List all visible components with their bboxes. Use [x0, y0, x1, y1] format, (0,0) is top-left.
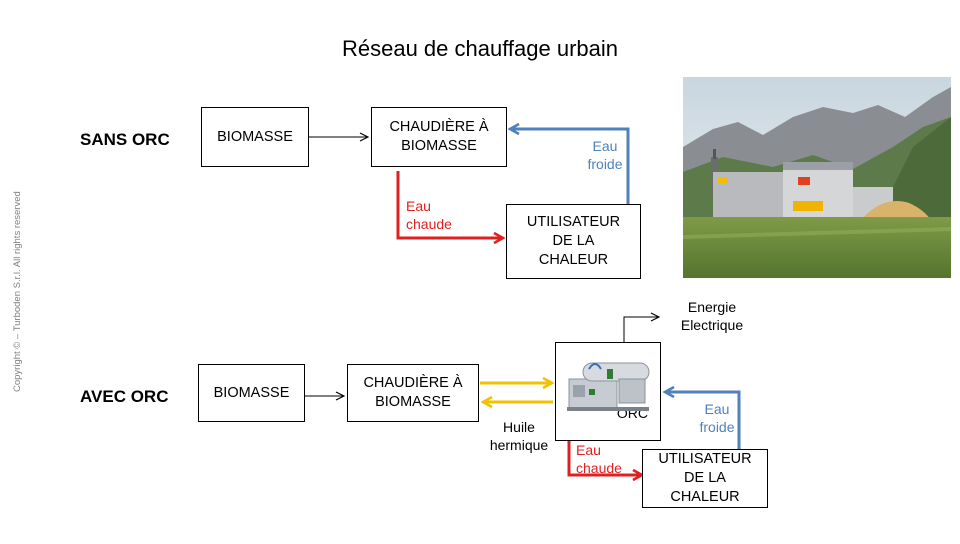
box-chaudiere-sans: CHAUDIÈRE À BIOMASSE	[371, 107, 507, 167]
arrow-eau-froide-sans	[510, 129, 630, 204]
orc-unit-illustration	[563, 349, 655, 421]
arrow-eau-chaude-avec	[567, 440, 642, 475]
label-eau-chaude-avec: Eau chaude	[576, 442, 622, 476]
label-energie-electrique: Energie Electrique	[680, 299, 744, 333]
biomass-plant-photo	[683, 77, 951, 278]
box-utilisateur-sans: UTILISATEUR DE LA CHALEUR	[506, 204, 641, 279]
label-eau-froide-avec: Eau froide	[699, 401, 735, 435]
page-title: Réseau de chauffage urbain	[341, 36, 619, 61]
arrow-energie-electrique	[623, 317, 659, 342]
label-huile-thermique: Huile hermique	[489, 419, 549, 453]
box-biomasse-avec: BIOMASSE	[198, 364, 305, 422]
box-utilisateur-avec: UTILISATEUR DE LA CHALEUR	[642, 449, 768, 508]
label-eau-chaude-sans: Eau chaude	[406, 198, 452, 232]
arrow-eau-chaude-sans	[396, 171, 503, 238]
box-chaudiere-avec: CHAUDIÈRE À BIOMASSE	[347, 364, 479, 422]
arrow-eau-froide-avec	[665, 392, 741, 450]
box-biomasse-sans: BIOMASSE	[201, 107, 309, 167]
label-sans-orc: SANS ORC	[80, 130, 170, 149]
label-avec-orc: AVEC ORC	[80, 387, 169, 406]
label-eau-froide-sans: Eau froide	[587, 138, 623, 172]
